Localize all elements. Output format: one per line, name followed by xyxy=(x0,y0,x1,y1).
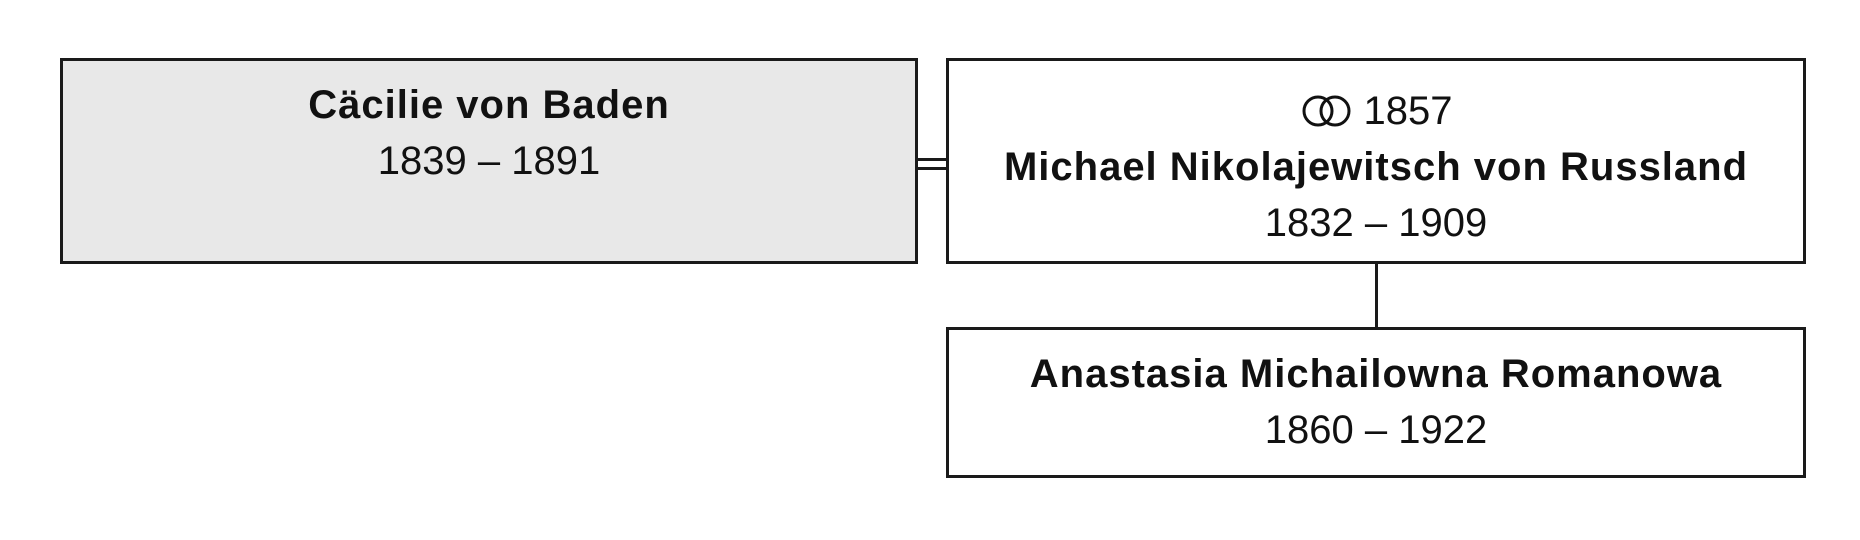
marriage-year: 1857 xyxy=(1363,89,1453,133)
person-box-main[interactable]: Cäcilie von Baden 1839 – 1891 xyxy=(60,58,918,264)
person-dates: 1860 – 1922 xyxy=(1264,408,1488,452)
child-connector xyxy=(1375,264,1378,328)
marriage-connector-top xyxy=(918,158,946,161)
marriage-connector-bottom xyxy=(918,167,946,170)
person-dates: 1839 – 1891 xyxy=(377,139,601,183)
person-name: Anastasia Michailowna Romanowa xyxy=(1029,352,1723,396)
person-dates: 1832 – 1909 xyxy=(1264,201,1488,245)
person-box-child[interactable]: Anastasia Michailowna Romanowa 1860 – 19… xyxy=(946,327,1806,478)
person-name: Michael Nikolajewitsch von Russland xyxy=(1003,145,1749,189)
person-name: Cäcilie von Baden xyxy=(308,83,670,127)
wedding-rings-icon xyxy=(1300,94,1354,128)
marriage-info: 1857 xyxy=(949,83,1803,139)
person-box-spouse[interactable]: 1857 Michael Nikolajewitsch von Russland… xyxy=(946,58,1806,264)
